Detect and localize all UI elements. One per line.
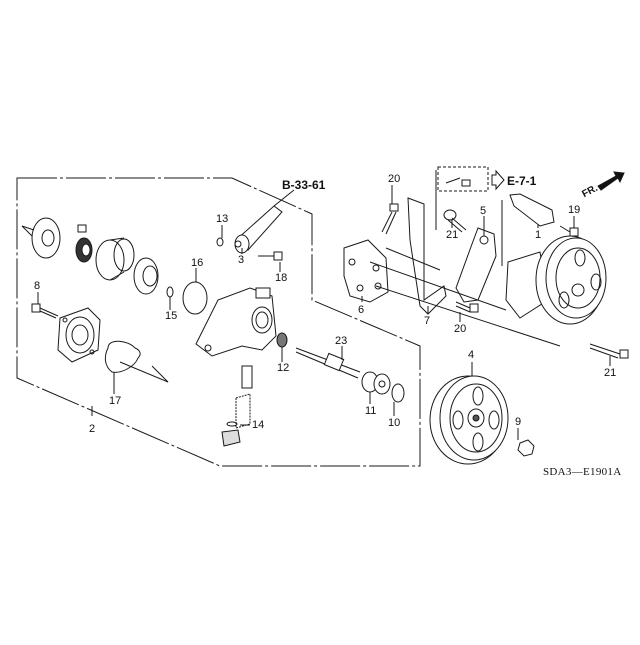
nut-9 xyxy=(517,439,535,457)
callout-2: 2 xyxy=(89,423,96,435)
callout-1: 1 xyxy=(535,229,542,241)
reference-e-7-1[interactable]: E-7-1 xyxy=(507,174,537,188)
bracket-7 xyxy=(407,197,447,315)
callout-14: 14 xyxy=(252,419,265,431)
o-ring-17 xyxy=(104,340,141,373)
callout-9: 9 xyxy=(515,416,522,428)
shaft-23 xyxy=(295,347,361,379)
callout-7: 7 xyxy=(424,315,431,327)
pressure-plate xyxy=(133,257,159,295)
o-ring-16 xyxy=(182,281,208,315)
pump-body xyxy=(195,287,277,357)
pump-cover xyxy=(57,307,101,363)
callout-22: 21 xyxy=(604,367,617,379)
bolt-21-right xyxy=(443,209,467,233)
reference-box xyxy=(437,166,489,192)
callout-18: 18 xyxy=(275,272,288,284)
bracket-6 xyxy=(343,239,389,303)
callout-6: 6 xyxy=(358,304,365,316)
diagram-code: SDA3—E1901A xyxy=(543,466,622,478)
callout-11: 11 xyxy=(365,405,377,417)
ref-arrow-icon xyxy=(491,169,505,191)
snap-ring-10 xyxy=(391,383,405,403)
bolt-20 xyxy=(455,301,479,313)
callout-5: 5 xyxy=(480,205,487,217)
installed-pump xyxy=(505,235,607,325)
reference-b-33-61[interactable]: B-33-61 xyxy=(282,178,326,192)
callout-19: 19 xyxy=(568,204,581,216)
bolt-19 xyxy=(559,225,579,237)
front-arrow-icon xyxy=(597,171,625,191)
callout-8: 8 xyxy=(34,280,41,292)
o-ring-14 xyxy=(226,421,238,427)
callout-12: 12 xyxy=(277,362,290,374)
side-plate xyxy=(21,217,61,259)
callout-21-right: 21 xyxy=(446,229,459,241)
callout-20: 20 xyxy=(454,323,467,335)
bolt-21-left xyxy=(381,203,399,235)
flow-control-valve xyxy=(221,365,253,447)
vane xyxy=(77,224,87,233)
callout-16: 16 xyxy=(191,257,204,269)
bolt-8 xyxy=(31,303,59,319)
assembly-enclosure xyxy=(16,177,421,467)
bracket-1 xyxy=(509,193,555,227)
inlet-joint xyxy=(234,205,283,254)
callout-4: 4 xyxy=(468,349,475,361)
bolt-18 xyxy=(258,251,283,261)
o-ring-13 xyxy=(216,237,224,247)
oil-seal-12 xyxy=(276,332,288,348)
pulley-4 xyxy=(429,375,509,465)
cam-ring xyxy=(95,237,135,281)
callout-3: 3 xyxy=(238,254,245,266)
callout-15: 15 xyxy=(165,310,178,322)
ref-box-bolt xyxy=(445,177,471,187)
callout-13: 13 xyxy=(216,213,229,225)
callout-17: 17 xyxy=(109,395,122,407)
callout-21: 20 xyxy=(388,173,401,185)
bearing-11 xyxy=(361,371,391,395)
rotor xyxy=(75,237,93,263)
bracket-5 xyxy=(455,227,497,303)
callout-10: 10 xyxy=(388,417,401,429)
o-ring-15 xyxy=(166,286,174,298)
callout-23: 23 xyxy=(335,335,348,347)
bolt-22 xyxy=(589,343,629,359)
